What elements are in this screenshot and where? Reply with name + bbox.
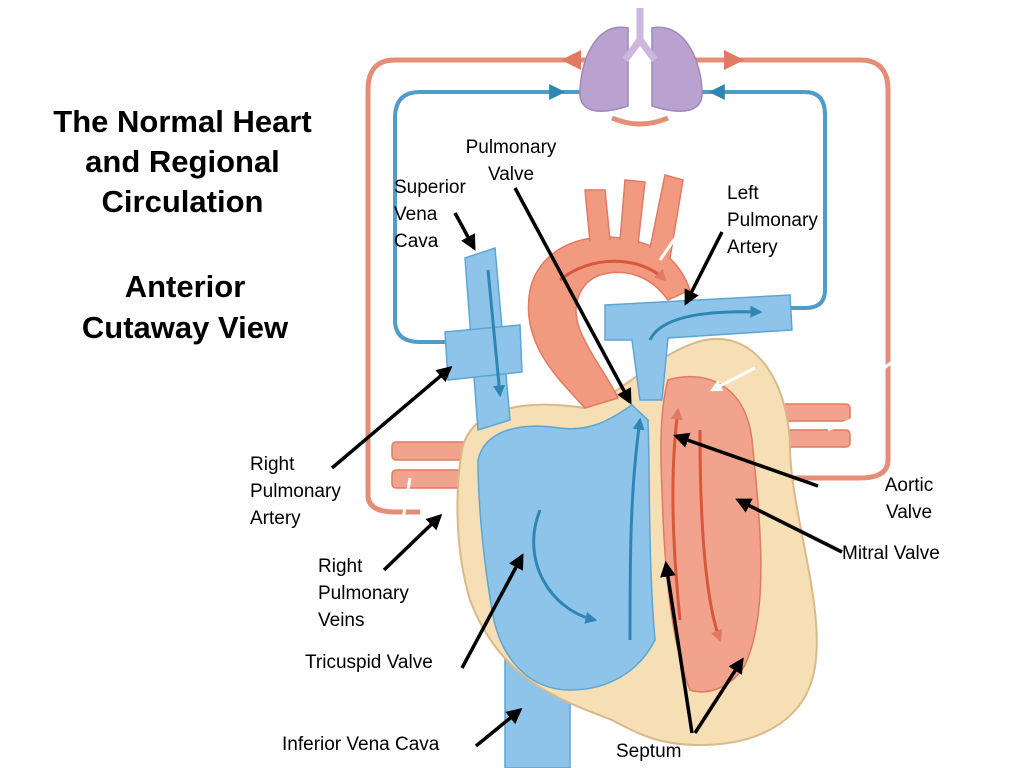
pointer-mitral-valve xyxy=(735,498,843,554)
label-line: Pulmonary xyxy=(727,210,818,231)
label-line: Left xyxy=(727,183,759,204)
label-line: Cava xyxy=(394,231,439,252)
label-septum: Septum xyxy=(616,741,682,762)
pointer-right-pulmonary-veins xyxy=(382,513,443,572)
pointer-septum-right xyxy=(693,657,744,734)
right-heart-chambers xyxy=(477,404,656,691)
label-line: Valve xyxy=(487,164,535,185)
lungs xyxy=(579,8,703,127)
label-right-pulmonary-artery: Right Pulmonary Artery xyxy=(250,451,341,532)
label-superior-vena-cava: Superior Vena Cava xyxy=(394,174,466,255)
right-pulmonary-artery-vessel xyxy=(444,324,523,381)
diagram-subtitle: Anterior Cutaway View xyxy=(40,266,330,348)
pointer-right-pulmonary-artery xyxy=(330,365,453,470)
label-line: Pulmonary xyxy=(250,481,341,502)
label-line: Right xyxy=(318,556,363,577)
aortic-branches xyxy=(584,174,684,259)
label-mitral-valve: Mitral Valve xyxy=(842,543,940,564)
label-right-pulmonary-veins: Right Pulmonary Veins xyxy=(318,553,409,634)
aorta xyxy=(527,236,691,409)
pointer-aortic-valve xyxy=(673,432,819,488)
diagram-title: The Normal Heart and Regional Circulatio… xyxy=(30,102,335,222)
label-pointers xyxy=(330,187,843,748)
label-inferior-vena-cava: Inferior Vena Cava xyxy=(282,734,440,755)
white-pointers xyxy=(394,194,896,561)
label-line: Vena xyxy=(394,204,438,225)
title-line: Circulation xyxy=(101,184,264,219)
label-line: Aortic xyxy=(884,475,934,496)
label-pulmonary-valve: Pulmonary Valve xyxy=(452,134,570,188)
pointer-inferior-vena-cava xyxy=(474,708,523,748)
pointer-septum-left xyxy=(660,560,694,734)
label-aortic-valve: Aortic Valve xyxy=(866,472,952,526)
pointer-left-pulmonary-artery xyxy=(684,231,724,306)
pulmonary-trunk xyxy=(604,294,793,401)
label-line: Valve xyxy=(885,502,933,523)
pointer-pulmonary-valve xyxy=(513,187,632,405)
subtitle-line: Cutaway View xyxy=(81,310,289,345)
label-tricuspid-valve: Tricuspid Valve xyxy=(305,652,433,673)
subtitle-line: Anterior xyxy=(124,269,246,304)
label-line: Pulmonary xyxy=(465,137,557,158)
label-line: Right xyxy=(250,454,295,475)
pulmonary-circulation-loop xyxy=(393,84,827,344)
blood-flow-arrows xyxy=(486,259,763,643)
title-line: The Normal Heart xyxy=(53,104,312,139)
pointer-superior-vena-cava xyxy=(453,212,476,251)
label-line: Superior xyxy=(394,177,466,198)
pointer-tricuspid-valve xyxy=(460,553,524,669)
label-line: Artery xyxy=(250,508,301,529)
label-line: Artery xyxy=(727,237,778,258)
label-left-pulmonary-artery: Left Pulmonary Artery xyxy=(727,180,818,261)
label-line: Pulmonary xyxy=(318,583,409,604)
title-line: and Regional xyxy=(85,144,280,179)
label-line: Veins xyxy=(318,610,365,631)
